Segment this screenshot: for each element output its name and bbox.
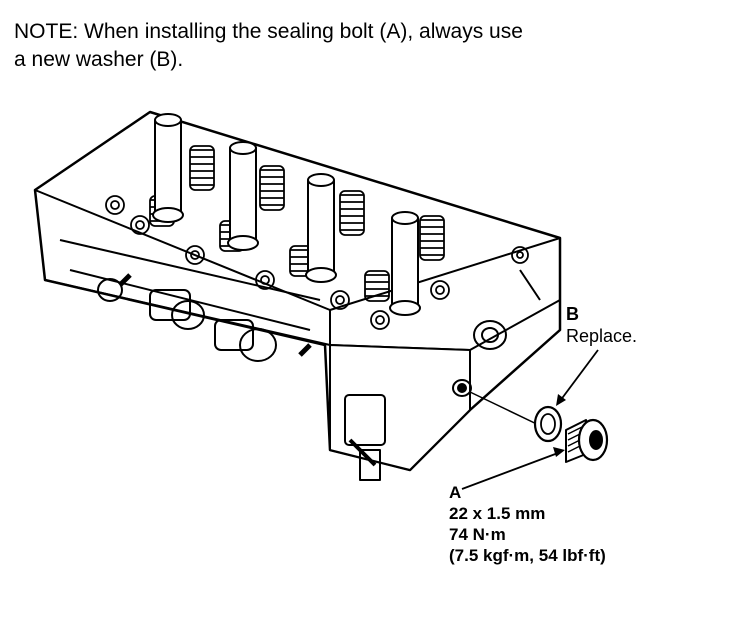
leader-arrow-a [461, 447, 565, 490]
callout-a-size: 22 x 1.5 mm [449, 504, 546, 523]
callout-a-letter: A [449, 483, 462, 502]
cylinder-head-body [33, 110, 562, 481]
callout-a-torque: 74 N·m [449, 525, 506, 544]
assembly-guide-line [469, 391, 546, 429]
callout-a-torque-alt: (7.5 kgf·m, 54 lbf·ft) [449, 546, 606, 565]
deck-bosses [105, 195, 529, 330]
callout-b: B Replace. [566, 303, 637, 347]
washer-b [533, 405, 563, 443]
note-line-2: a new washer (B). [14, 48, 184, 71]
sealing-bolt-a [565, 418, 609, 463]
note-line-1: NOTE: When installing the sealing bolt (… [14, 20, 523, 43]
callout-a: A 22 x 1.5 mm 74 N·m (7.5 kgf·m, 54 lbf·… [449, 482, 606, 566]
callout-b-text: Replace. [566, 326, 638, 346]
callout-b-letter: B [566, 304, 579, 324]
spark-plug-tubes [152, 113, 421, 316]
leader-arrow-b [556, 349, 599, 406]
note-text: NOTE: When installing the sealing bolt (… [14, 18, 523, 74]
